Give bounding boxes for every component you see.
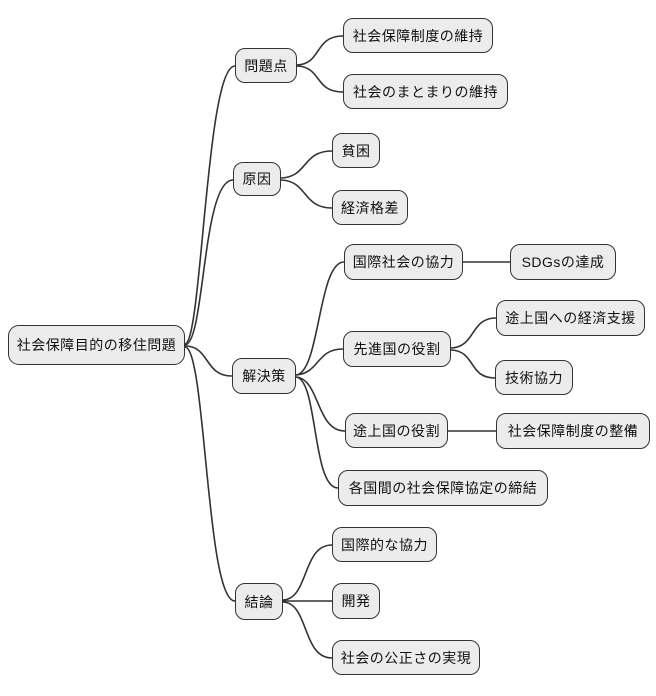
node-international-society-cooperation[interactable]: 国際社会の協力 <box>344 244 463 280</box>
link-causes-poverty <box>280 150 333 179</box>
node-conclusion[interactable]: 結論 <box>235 583 283 620</box>
node-maintain-social-cohesion[interactable]: 社会のまとまりの維持 <box>343 74 508 109</box>
node-maintain-social-security[interactable]: 社会保障制度の維持 <box>343 18 493 53</box>
link-root-causes <box>184 179 234 346</box>
link-problems-security-maintenance <box>296 35 344 66</box>
node-social-fairness[interactable]: 社会の公正さの実現 <box>332 640 480 675</box>
link-problems-cohesion-maintenance <box>296 65 344 93</box>
node-developing-countries-role[interactable]: 途上国の役割 <box>345 413 448 448</box>
link-developed-economic-support <box>450 317 497 349</box>
node-poverty[interactable]: 貧困 <box>332 133 380 168</box>
link-causes-disparity <box>280 179 333 209</box>
node-causes[interactable]: 原因 <box>233 162 281 196</box>
link-conclusion-intl <box>282 544 333 601</box>
link-solutions-developing-role <box>295 376 346 432</box>
node-technical-cooperation[interactable]: 技術協力 <box>495 360 573 395</box>
node-solutions[interactable]: 解決策 <box>232 358 296 394</box>
link-solutions-developed-role <box>295 348 344 376</box>
node-sdgs-achievement[interactable]: SDGsの達成 <box>510 244 616 280</box>
link-root-problems <box>184 65 236 345</box>
node-economic-disparity[interactable]: 経済格差 <box>332 190 408 225</box>
node-development[interactable]: 開発 <box>332 583 380 619</box>
link-root-solutions <box>184 345 233 377</box>
link-solutions-agreements <box>295 376 339 489</box>
node-international-cooperation[interactable]: 国際的な協力 <box>332 527 437 562</box>
node-social-security-development[interactable]: 社会保障制度の整備 <box>496 413 650 449</box>
link-solutions-intl-cooperation <box>295 261 345 376</box>
node-problems[interactable]: 問題点 <box>235 48 297 83</box>
link-conclusion-fairness <box>282 601 333 659</box>
node-developed-countries-role[interactable]: 先進国の役割 <box>343 331 451 367</box>
node-root-migration-issue[interactable]: 社会保障目的の移住問題 <box>8 325 185 365</box>
node-economic-support-developing[interactable]: 途上国への経済支援 <box>496 300 645 336</box>
node-bilateral-social-security-agreements[interactable]: 各国間の社会保障協定の締結 <box>338 470 548 506</box>
link-developed-technical <box>450 349 496 379</box>
link-root-conclusion <box>184 346 236 602</box>
